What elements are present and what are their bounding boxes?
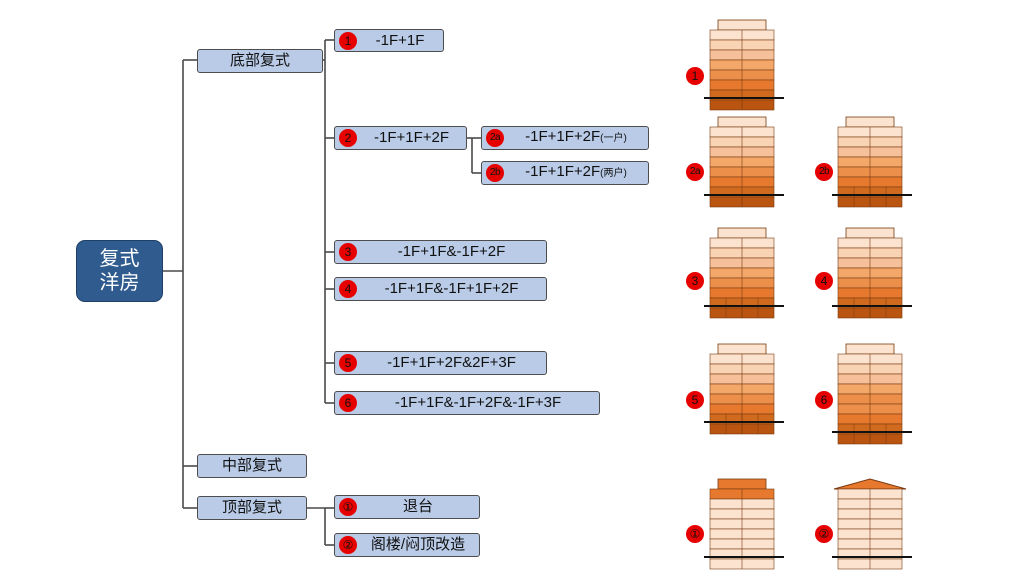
building-badge-icon: 5 xyxy=(686,391,704,409)
roof-cap xyxy=(717,227,767,239)
building-sketch xyxy=(832,116,912,208)
building-sketch xyxy=(704,116,784,208)
building-sketch xyxy=(704,19,784,111)
option-node-2b: 2b -1F+1F+2F(两户) xyxy=(481,161,649,185)
category-label: 顶部复式 xyxy=(221,499,282,516)
building-badge-icon: 6 xyxy=(815,391,833,409)
category-top-duplex: 顶部复式 xyxy=(197,496,307,520)
option-label: -1F+1F+2F(两户) xyxy=(525,163,627,180)
option-label: 阁楼/闷顶改造 xyxy=(370,536,466,553)
option-note: (一户) xyxy=(600,133,627,144)
roof-cap xyxy=(717,116,767,128)
building-badge-icon: 2a xyxy=(686,163,704,181)
category-label: 中部复式 xyxy=(221,457,282,474)
building-badge-icon: 4 xyxy=(815,272,833,290)
option-node-top-1: ① 退台 xyxy=(334,495,480,519)
option-label: -1F+1F&-1F+2F&-1F+3F xyxy=(394,394,562,411)
roof-cap xyxy=(717,19,767,31)
building-sketch xyxy=(832,478,912,570)
roof-cap xyxy=(717,478,767,490)
root-line-1: 复式 xyxy=(99,248,140,270)
option-label: -1F+1F+2F(一户) xyxy=(525,128,627,145)
badge-icon: 2 xyxy=(339,129,357,147)
building-badge-icon: 1 xyxy=(686,67,704,85)
building-sketch xyxy=(704,227,784,319)
building-sketch xyxy=(832,227,912,319)
badge-icon: 4 xyxy=(339,280,357,298)
badge-icon: 5 xyxy=(339,354,357,372)
option-node-1: 1 -1F+1F xyxy=(334,29,444,52)
building-badge-icon: ② xyxy=(815,525,833,543)
building-sketch xyxy=(704,343,784,435)
roof-cap xyxy=(845,227,895,239)
badge-icon: 3 xyxy=(339,243,357,261)
roof-cap xyxy=(717,343,767,355)
option-node-top-2: ② 阁楼/闷顶改造 xyxy=(334,533,480,557)
badge-icon: 1 xyxy=(339,31,357,50)
building-sketch xyxy=(704,478,784,570)
roof-cap xyxy=(845,116,895,128)
option-node-3: 3 -1F+1F&-1F+2F xyxy=(334,240,547,264)
option-label: -1F+1F&-1F+2F xyxy=(397,243,506,260)
building-badge-icon: 3 xyxy=(686,272,704,290)
category-label: 底部复式 xyxy=(229,52,290,69)
option-label: 退台 xyxy=(402,498,433,515)
roof-cap xyxy=(845,343,895,355)
category-bottom-duplex: 底部复式 xyxy=(197,49,323,73)
badge-icon: ② xyxy=(339,536,357,554)
category-middle-duplex: 中部复式 xyxy=(197,454,307,478)
option-label: -1F+1F+2F xyxy=(373,129,450,146)
badge-icon: 2b xyxy=(486,164,504,182)
option-label: -1F+1F+2F&2F+3F xyxy=(387,354,516,371)
root-line-2: 洋房 xyxy=(99,272,140,294)
badge-icon: ① xyxy=(339,498,357,516)
option-label: -1F+1F&-1F+1F+2F xyxy=(384,280,519,297)
building-badge-icon: 2b xyxy=(815,163,833,181)
option-node-2: 2 -1F+1F+2F xyxy=(334,126,467,150)
badge-icon: 6 xyxy=(339,394,357,412)
option-node-6: 6 -1F+1F&-1F+2F&-1F+3F xyxy=(334,391,600,415)
option-node-4: 4 -1F+1F&-1F+1F+2F xyxy=(334,277,547,301)
option-label: -1F+1F xyxy=(375,31,425,49)
building-sketch xyxy=(832,343,912,445)
gable-roof xyxy=(833,478,907,490)
option-node-5: 5 -1F+1F+2F&2F+3F xyxy=(334,351,547,375)
badge-icon: 2a xyxy=(486,129,504,147)
building-badge-icon: ① xyxy=(686,525,704,543)
option-node-2a: 2a -1F+1F+2F(一户) xyxy=(481,126,649,150)
option-note: (两户) xyxy=(600,168,627,179)
root-node: 复式 洋房 xyxy=(76,240,163,302)
